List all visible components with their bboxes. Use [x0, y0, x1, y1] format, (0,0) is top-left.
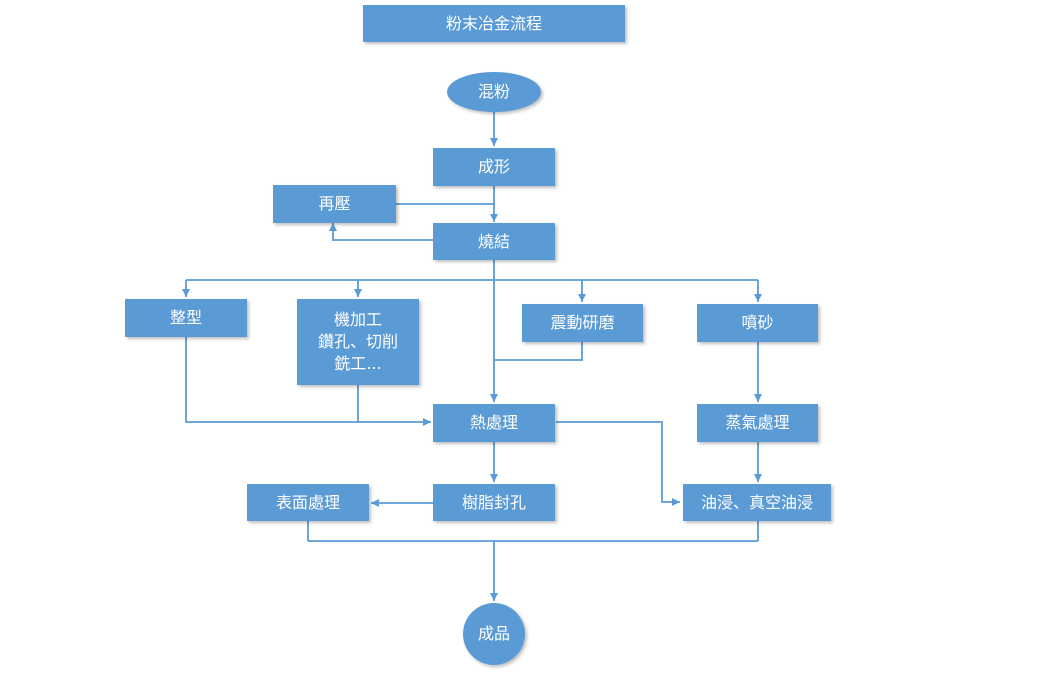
node-vibration-grinding: 震動研磨 — [522, 304, 643, 342]
node-surface-treatment: 表面處理 — [247, 484, 369, 521]
node-steam-treatment: 蒸氣處理 — [697, 404, 818, 442]
node-sizing: 整型 — [125, 299, 247, 337]
diagram-title: 粉末冶金流程 — [363, 5, 625, 42]
node-sintering: 燒結 — [433, 223, 555, 260]
edge-sintering-branch-bar — [186, 260, 758, 281]
node-repress: 再壓 — [273, 185, 396, 223]
node-oil-impregnation: 油浸、真空油浸 — [683, 484, 831, 521]
node-sandblasting: 噴砂 — [697, 304, 818, 342]
node-resin-sealing: 樹脂封孔 — [433, 484, 555, 521]
node-heat-treatment: 熱處理 — [433, 404, 555, 442]
edge-sintering-to-repress — [329, 223, 433, 241]
edge-heat-to-oil — [556, 421, 680, 506]
edge-vibration-to-heat — [494, 342, 583, 361]
node-mix: 混粉 — [447, 72, 541, 112]
edge-sizing-to-heat — [185, 337, 431, 426]
node-forming: 成形 — [433, 148, 555, 186]
node-product: 成品 — [463, 603, 525, 665]
node-machining: 機加工 鑽孔、切削 銑工... — [297, 299, 419, 385]
